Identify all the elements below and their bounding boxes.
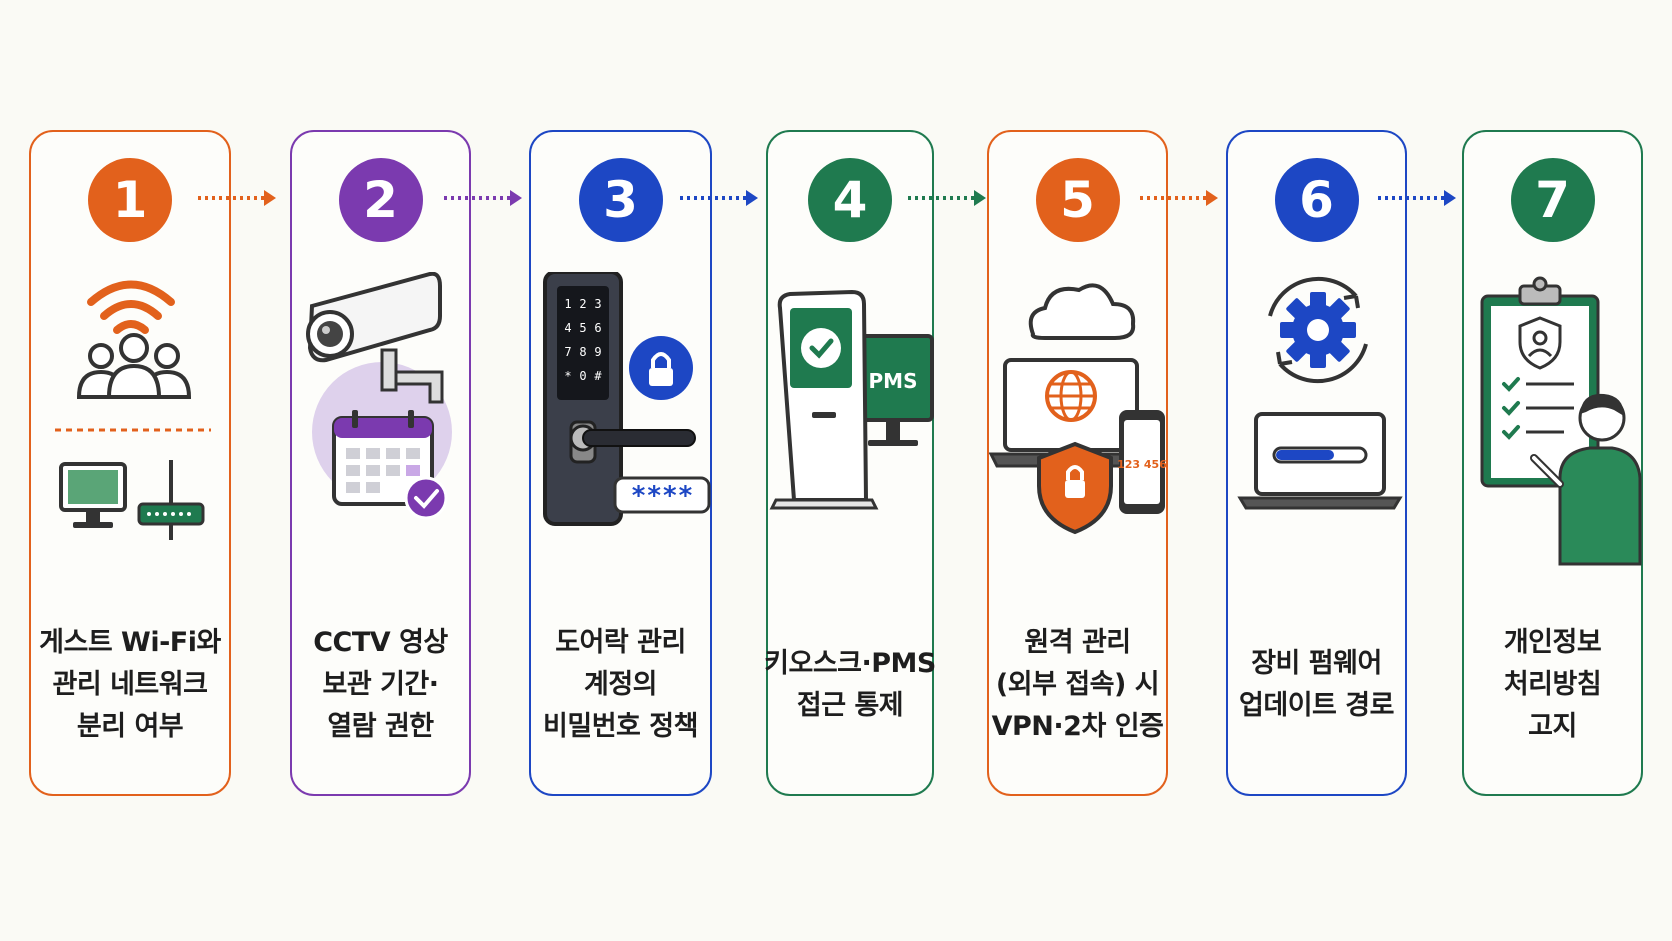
keypad-key: 8 [579,345,586,359]
keypad-key: 3 [594,297,601,311]
keypad-key: 0 [579,369,586,383]
keypad-key: 6 [594,321,601,335]
vpn-2fa-icon: 123 456 [989,272,1167,572]
flow-arrow-1-2 [198,190,276,206]
otp-code-text: 123 456 [1117,458,1167,471]
keypad-key: 5 [579,321,586,335]
password-mask-text: **** [631,481,694,511]
keypad-key: 2 [579,297,586,311]
keypad-key: 7 [564,345,571,359]
wifi-network-separation-icon [31,272,229,572]
keypad-key: 9 [594,345,601,359]
flow-arrow-3-4 [680,190,758,206]
step-card-6: 6 [1226,130,1407,796]
step-number-badge: 3 [578,158,663,242]
flow-arrow-5-6 [1140,190,1218,206]
firmware-update-icon [1228,272,1405,572]
flow-arrow-6-7 [1378,190,1456,206]
keypad-key: # [594,369,602,383]
step-number-badge: 5 [1035,158,1120,242]
privacy-policy-icon [1464,272,1642,572]
cctv-calendar-icon [292,272,469,572]
step-number-badge: 7 [1510,158,1595,242]
step-card-1: 1 게스 [29,130,231,796]
step-number-badge: 4 [808,158,892,242]
step-number-badge: 2 [338,158,423,242]
pms-screen-text: PMS [869,369,918,393]
step-number-badge: 6 [1274,158,1359,242]
keypad-key: 4 [564,321,571,335]
keypad-key: * [564,369,571,383]
flow-arrow-4-5 [908,190,986,206]
kiosk-pms-icon: PMS [768,272,934,572]
keypad-key: 1 [564,297,571,311]
flow-arrow-2-3 [444,190,522,206]
step-number-badge: 1 [88,158,172,242]
